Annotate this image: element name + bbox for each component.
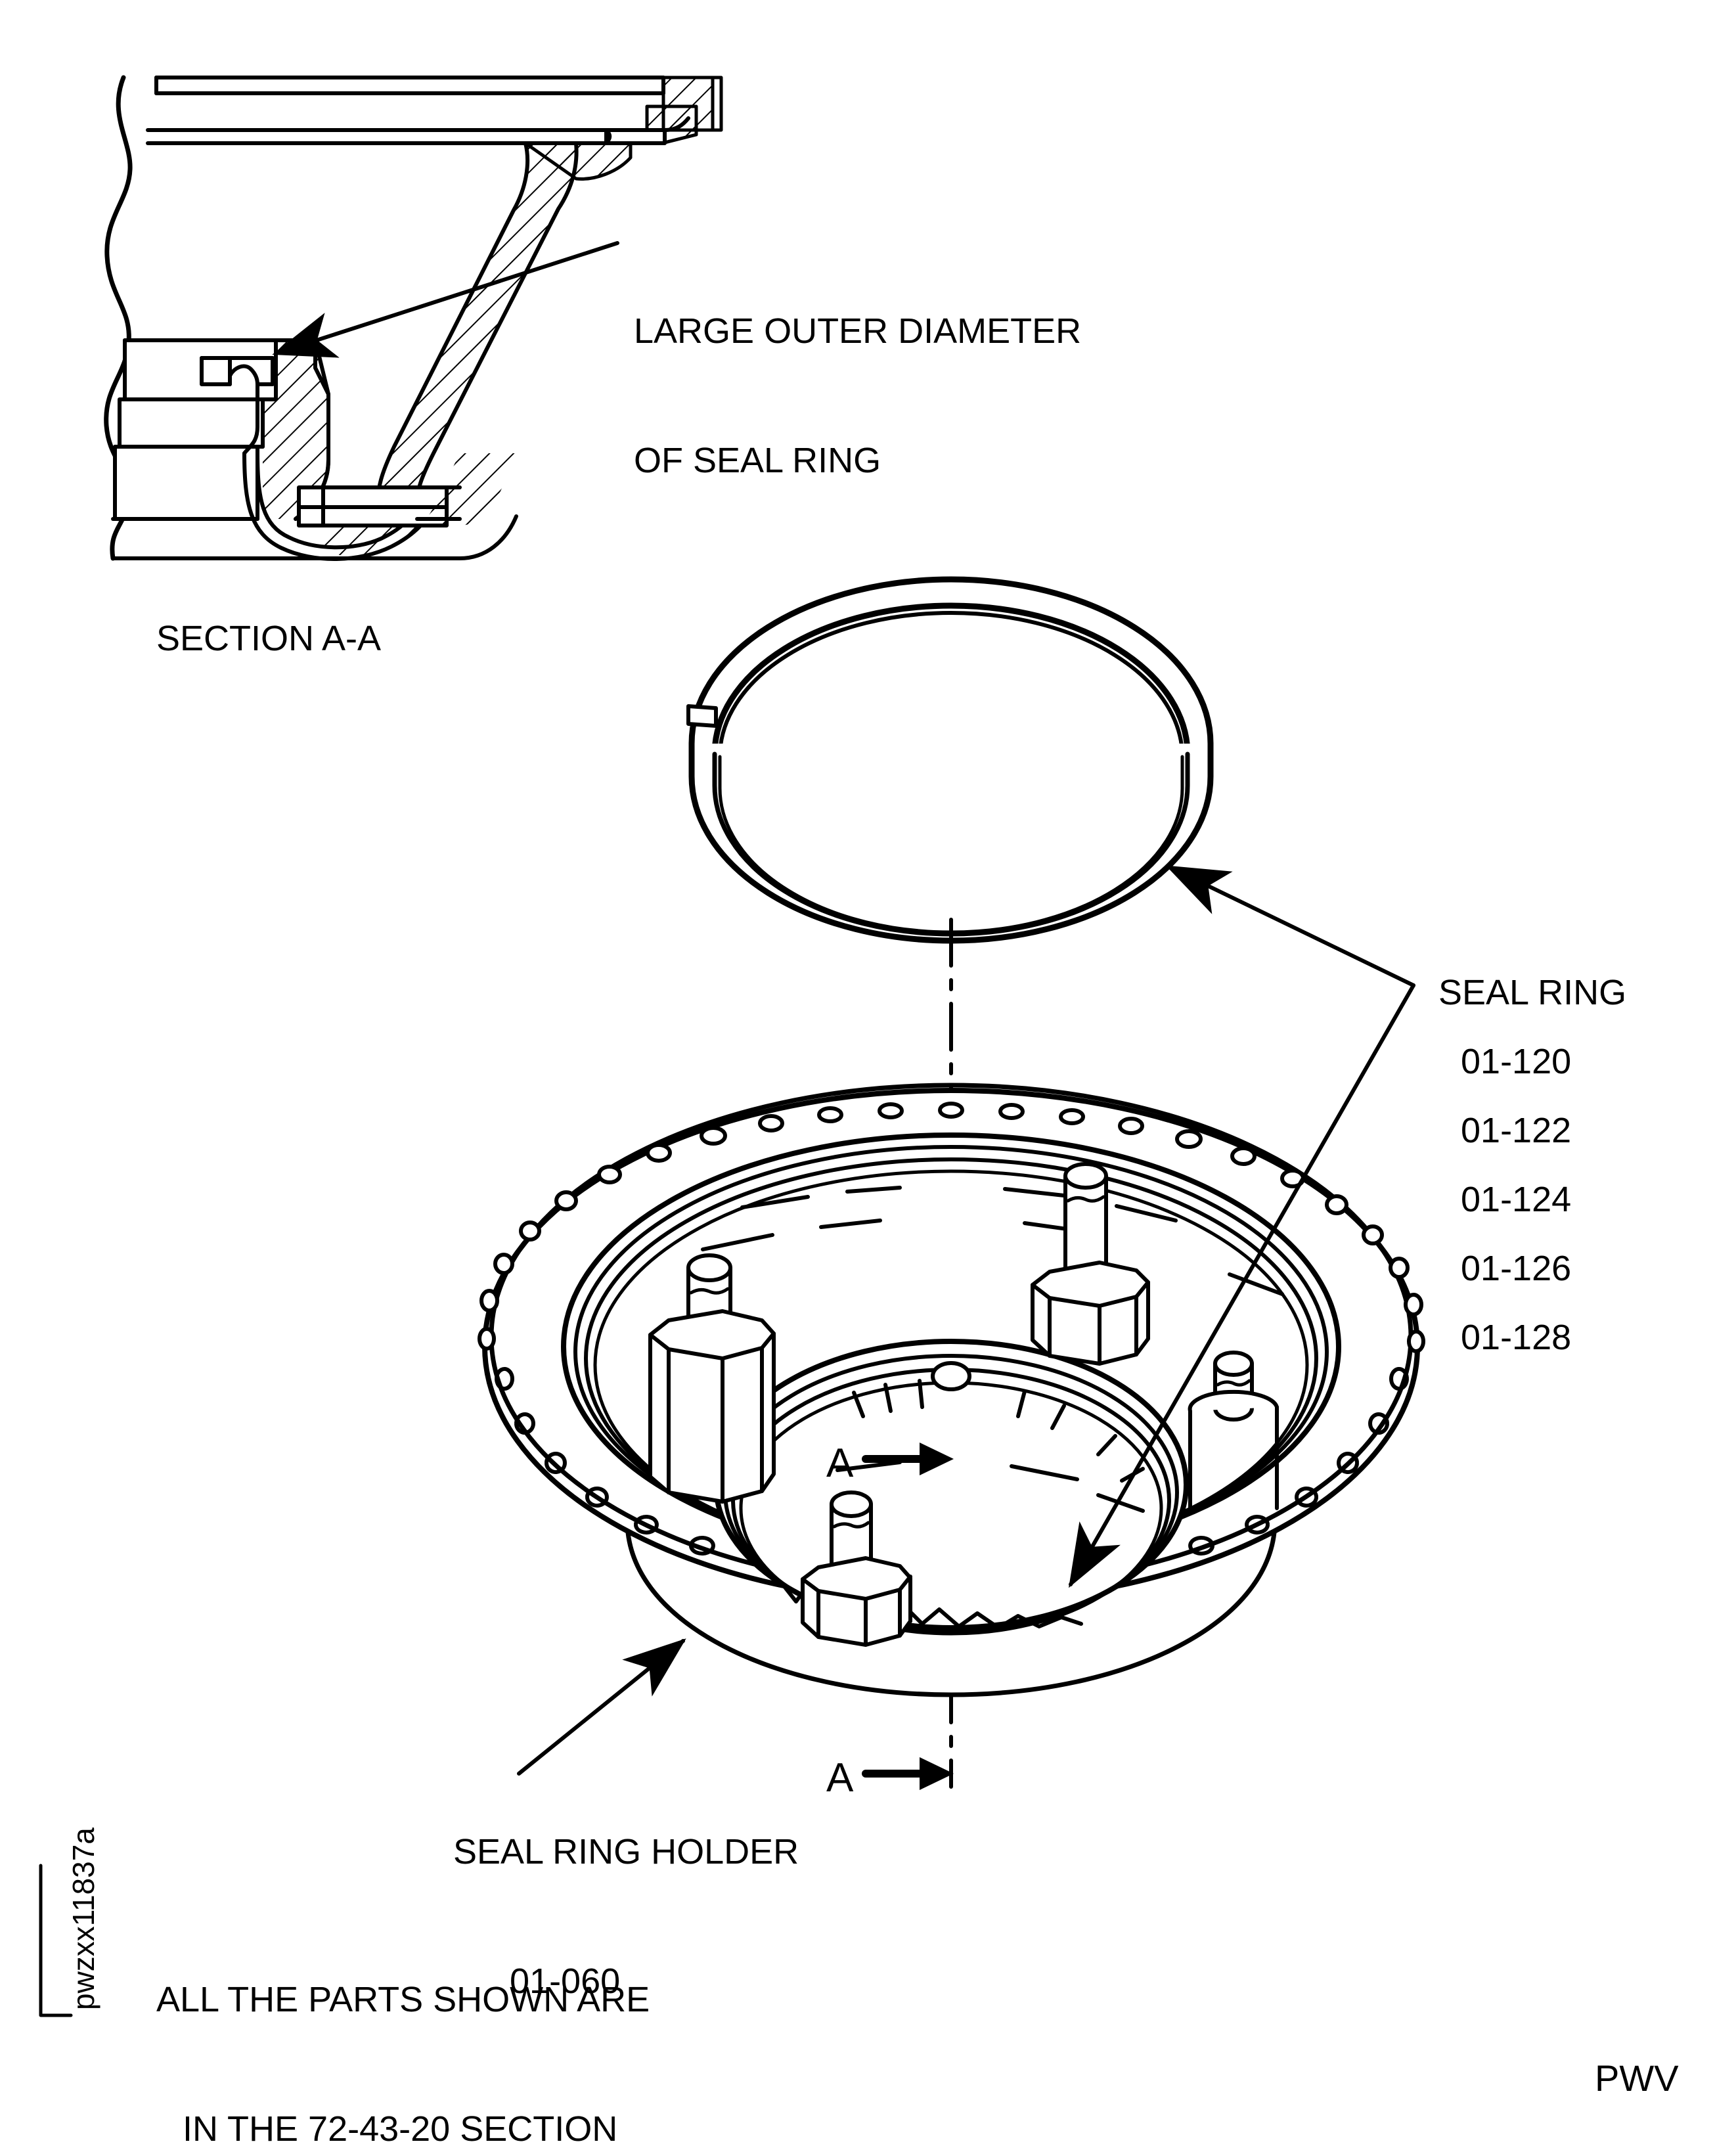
callout-large-od-line2: OF SEAL RING (634, 441, 881, 481)
leader-seal-ring-upper (1165, 865, 1415, 987)
section-aa-title: SECTION A-A (156, 619, 382, 658)
seal-ring-part-2: 01-124 (1461, 1179, 1572, 1219)
inner-boss-lower (113, 445, 259, 521)
seal-ring-holder (478, 1083, 1425, 1697)
section-aa-view (104, 75, 723, 561)
stud-upper-right (1031, 1162, 1150, 1366)
seal-ring-part-0: 01-120 (1461, 1041, 1572, 1081)
hex-nut-front (801, 1556, 912, 1647)
seal-ring-part-4: 01-128 (1461, 1317, 1572, 1357)
seal-ring-side-wall (688, 740, 1214, 944)
stud-front (801, 1490, 912, 1647)
callout-holder-part-number: 01-060 (510, 1961, 621, 2002)
inner-boss-mid (118, 397, 265, 449)
leader-large-od (272, 241, 619, 358)
bore-knob (931, 1361, 971, 1391)
hex-nut-left (648, 1309, 776, 1504)
section-mark-lower (862, 1757, 954, 1790)
leader-holder (517, 1638, 686, 1776)
section-mark-label-upper: A (826, 1441, 854, 1486)
sheet-reference: PWV (1595, 2057, 1679, 2099)
callout-seal-ring-holder: SEAL RING HOLDER 01-060 (453, 1744, 799, 2090)
general-note: ALL THE PARTS SHOWN ARE IN THE 72-43-20 … (156, 1892, 650, 2150)
sheet-code: pwzxx11837a (66, 1827, 100, 2010)
stud-left (648, 1253, 776, 1504)
stud-lower-right (1188, 1351, 1279, 1513)
general-note-line1: ALL THE PARTS SHOWN ARE (156, 1979, 650, 2019)
callout-large-od-line1: LARGE OUTER DIAMETER (634, 311, 1082, 351)
bore-serrations (738, 1379, 1145, 1483)
seal-ring-exploded (686, 576, 1214, 944)
callout-seal-ring-title: SEAL RING (1438, 973, 1627, 1013)
callout-seal-ring: SEAL RING 01-120 01-122 01-124 01-126 01… (1438, 946, 1626, 1385)
section-mark-label-lower: A (826, 1755, 854, 1801)
general-note-line2: IN THE 72-43-20 SECTION (183, 2109, 618, 2149)
callout-large-outer-diameter: LARGE OUTER DIAMETER OF SEAL RING (634, 223, 1081, 570)
seal-ring-part-1: 01-122 (1461, 1110, 1572, 1150)
callout-holder-title: SEAL RING HOLDER (453, 1831, 799, 1871)
seal-ring-part-3: 01-126 (1461, 1248, 1572, 1288)
hex-nut-upper-right (1031, 1261, 1150, 1366)
sheet-code-bracket (39, 1864, 73, 2017)
flange-bolt-holes (478, 1102, 1425, 1353)
flange-bolt-holes-hidden (495, 1367, 1409, 1556)
leader-seal-ring-lower (1069, 983, 1415, 1588)
section-mark-upper (862, 1443, 954, 1475)
seal-ring-split-notch (686, 704, 718, 728)
